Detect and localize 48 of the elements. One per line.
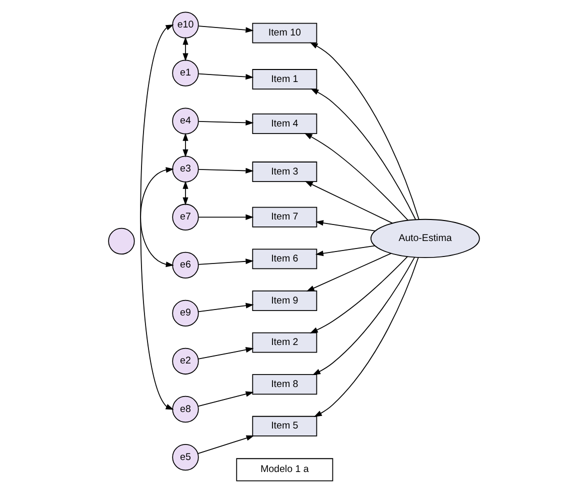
arrow (312, 256, 415, 376)
node-box: Item 6 (252, 248, 318, 270)
node-circle: e7 (172, 204, 199, 230)
node-circle: e8 (172, 396, 199, 423)
node-circle: e9 (172, 300, 199, 327)
node-box: Item 3 (252, 162, 318, 182)
node-circle: e3 (172, 156, 199, 182)
arrow (198, 435, 254, 454)
arrow (315, 220, 376, 232)
node-circle: e1 (172, 60, 199, 86)
node-box: Item 2 (252, 332, 318, 353)
node-circle: e10 (172, 12, 199, 38)
node-box: Item 9 (252, 290, 318, 311)
node-box: Item 4 (252, 114, 318, 134)
arrow (182, 36, 188, 62)
arrow (198, 258, 254, 265)
node-circle: e5 (172, 444, 199, 471)
arrow (198, 214, 254, 220)
arrow (198, 73, 254, 80)
arrow (310, 256, 408, 334)
arrow (314, 257, 419, 417)
arrow (182, 132, 188, 158)
arrow (140, 24, 174, 410)
arrow (310, 42, 420, 220)
node-box: Item 10 (252, 22, 318, 44)
arrow (306, 252, 392, 292)
arrow (198, 347, 254, 360)
node-ellipse: Auto-Estima (370, 218, 480, 258)
arrow (198, 168, 254, 174)
node-circle: e6 (172, 252, 199, 279)
node-box: Item 7 (252, 206, 318, 228)
node-box: Modelo 1 a (236, 458, 334, 482)
arrow (198, 391, 254, 407)
arrow (198, 26, 254, 33)
node-circle: e4 (172, 108, 199, 134)
arrow (182, 180, 188, 206)
node-box: Item 1 (252, 69, 318, 90)
arrow (310, 88, 416, 220)
arrow (315, 245, 376, 256)
arrow (304, 132, 408, 221)
node-box: Item 8 (252, 374, 318, 395)
arrow (140, 167, 174, 268)
node-circle: e2 (172, 348, 199, 375)
arrow (198, 120, 254, 126)
arrow (198, 302, 254, 312)
arrow (304, 181, 393, 224)
node-box: Item 5 (252, 416, 318, 436)
node-circle (108, 228, 135, 254)
